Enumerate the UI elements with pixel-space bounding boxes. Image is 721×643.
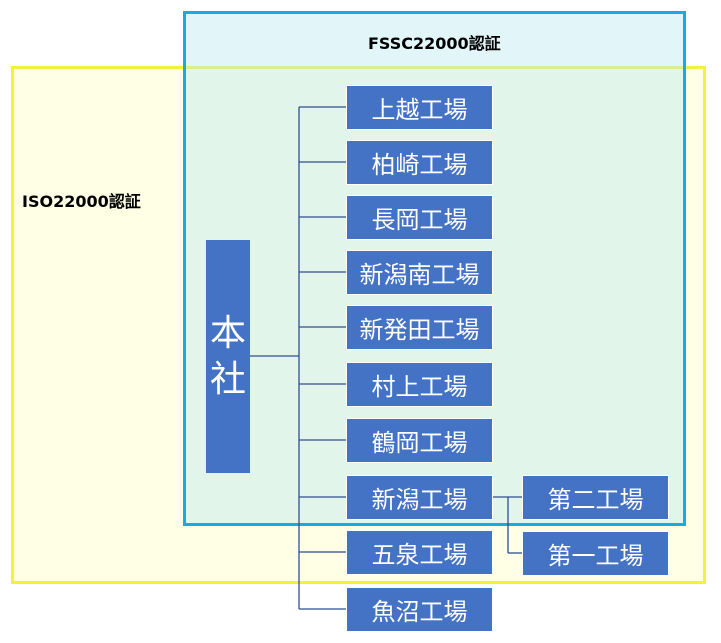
factory-box: 上越工場	[346, 85, 493, 130]
factory-box: 新潟工場	[346, 475, 493, 520]
factory-box: 新潟南工場	[346, 250, 493, 295]
iso22000-label: ISO22000認証	[22, 192, 141, 211]
factory-box: 鶴岡工場	[346, 418, 493, 463]
headquarters-label: 本社	[209, 312, 246, 400]
headquarters-box: 本社	[206, 240, 250, 473]
factory-box: 五泉工場	[346, 530, 493, 575]
factory-box: 魚沼工場	[346, 587, 493, 632]
factory-box: 村上工場	[346, 362, 493, 407]
factory-box: 長岡工場	[346, 195, 493, 240]
fssc22000-label: FSSC22000認証	[368, 34, 501, 53]
factory-box: 新発田工場	[346, 305, 493, 350]
sub-factory-box: 第一工場	[522, 531, 669, 576]
sub-factory-box: 第二工場	[522, 475, 669, 520]
factory-box: 柏崎工場	[346, 140, 493, 185]
